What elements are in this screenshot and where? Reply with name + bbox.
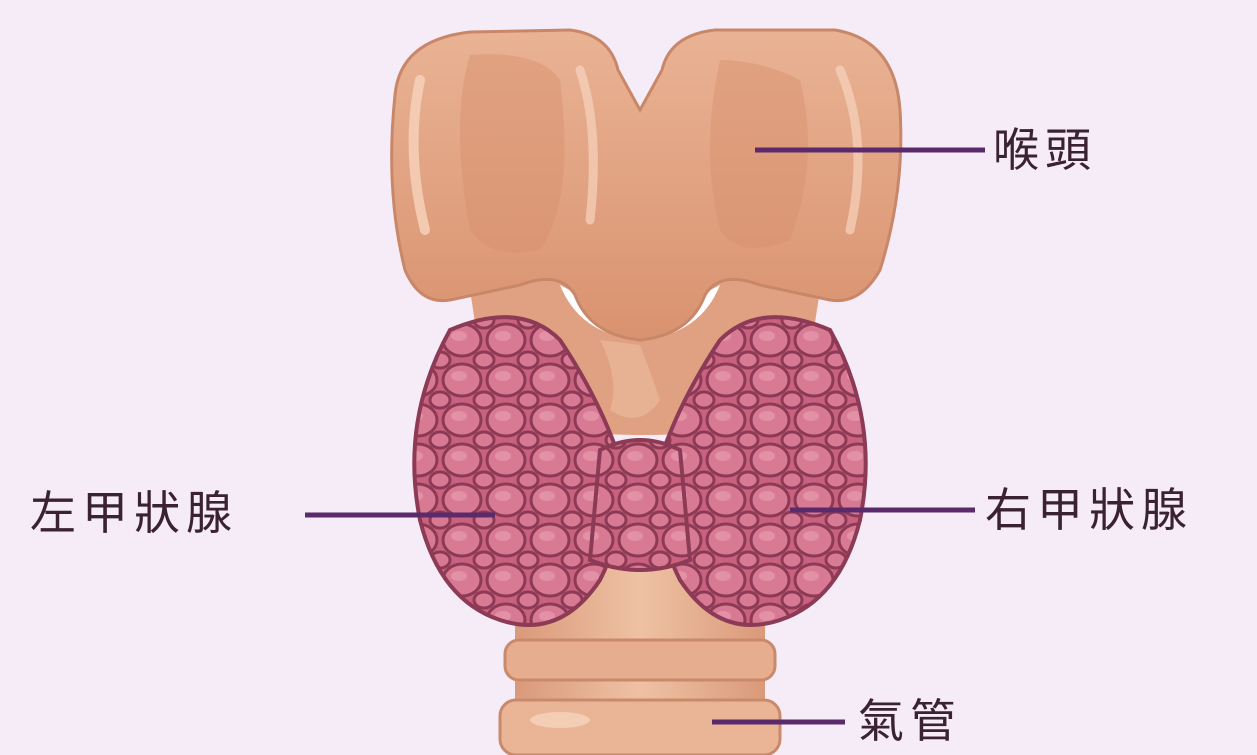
left-thyroid-label: 左甲狀腺 xyxy=(30,490,238,536)
thyroid-isthmus xyxy=(590,440,690,570)
larynx-shape xyxy=(392,30,901,340)
right-thyroid-label: 右甲狀腺 xyxy=(985,487,1193,533)
trachea-label: 氣管 xyxy=(858,698,962,744)
larynx-label: 喉頭 xyxy=(993,127,1097,173)
